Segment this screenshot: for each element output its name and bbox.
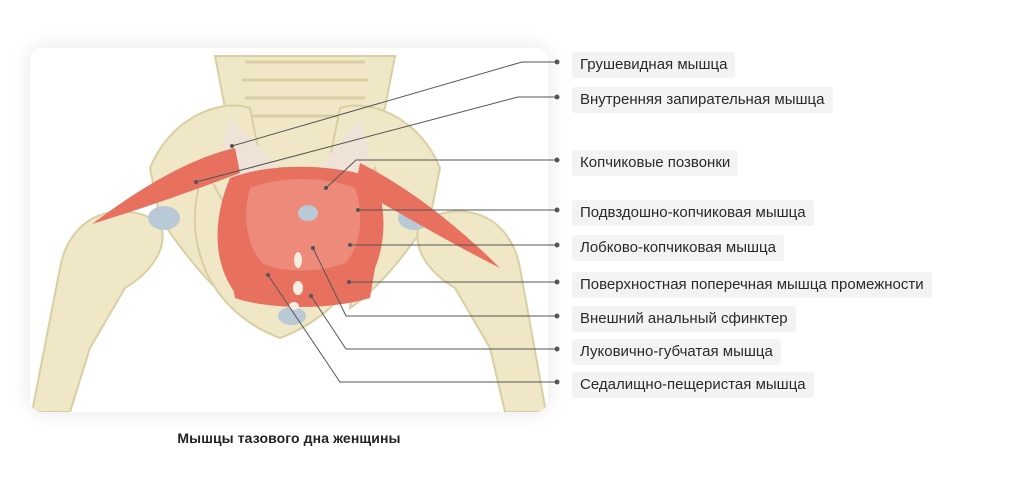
label-pubococcygeus: Лобково-копчиковая мышца	[572, 235, 784, 261]
leader-piriformis	[231, 61, 557, 147]
label-superficial-transverse-perineal: Поверхностная поперечная мышца промежнос…	[572, 272, 932, 298]
label-iliococcygeus: Подвздошно-копчиковая мышца	[572, 200, 814, 226]
label-ischiocavernosus: Седалищно-пещеристая мышца	[572, 372, 814, 398]
leader-bulbospongiosus	[310, 295, 557, 350]
leader-ischiocavernosus	[267, 274, 557, 383]
label-external-anal-sphincter: Внешний анальный сфинктер	[572, 306, 796, 332]
leader-coccygeal-vertebrae	[325, 159, 557, 189]
label-obturator-internus: Внутренняя запирательная мышца	[572, 87, 833, 113]
leader-obturator-internus	[195, 96, 557, 183]
pelvic-openings	[289, 252, 303, 310]
label-piriformis: Грушевидная мышца	[572, 52, 736, 78]
label-coccygeal-vertebrae: Копчиковые позвонки	[572, 150, 739, 176]
piriformis-muscles	[92, 148, 500, 268]
leader-external-anal-sphincter	[312, 247, 557, 317]
label-bulbospongiosus: Луковично-губчатая мышца	[572, 339, 781, 365]
figure-caption: Мышцы тазового дна женщины	[177, 430, 401, 446]
